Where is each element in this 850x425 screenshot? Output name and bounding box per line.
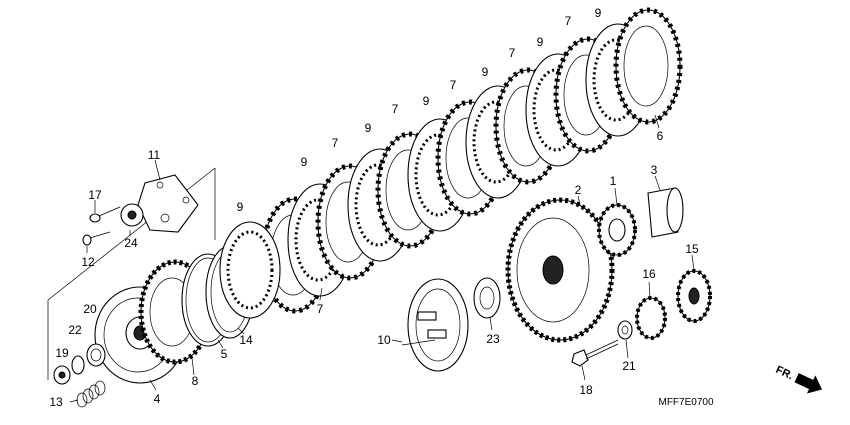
callout-13: 13 <box>49 395 63 409</box>
callout-9a: 9 <box>237 200 244 214</box>
sprocket-part-1 <box>597 203 637 257</box>
callout-19: 19 <box>55 346 69 360</box>
callout-21: 21 <box>622 359 636 373</box>
sprocket-part-16 <box>635 296 667 340</box>
gear-part-15 <box>676 269 712 323</box>
callout-7d: 7 <box>450 78 457 92</box>
clutch-plate-stack <box>260 7 683 314</box>
pin-part-12 <box>82 231 111 246</box>
callout-17: 17 <box>88 188 102 202</box>
front-direction-arrow-icon: FR. <box>774 364 823 394</box>
callout-7c: 7 <box>392 102 399 116</box>
callout-9c: 9 <box>365 121 372 135</box>
callout-7a: 7 <box>317 302 324 316</box>
callout-7f: 7 <box>565 14 572 28</box>
callout-18: 18 <box>579 383 593 397</box>
bolt-part-18 <box>571 339 619 367</box>
clutch-outer-part-2 <box>505 197 615 343</box>
bolt-part-17 <box>89 206 121 223</box>
callout-9d: 9 <box>423 94 430 108</box>
callout-22: 22 <box>68 323 82 337</box>
spring-part-13 <box>76 380 106 408</box>
washer-part-20 <box>86 343 106 367</box>
thrust-washer-part-23 <box>473 277 501 319</box>
callout-4: 4 <box>154 392 161 406</box>
callout-20: 20 <box>83 302 97 316</box>
front-direction-label: FR. <box>774 364 795 382</box>
collar-part-3 <box>647 187 684 238</box>
bearing-part-24 <box>120 203 144 227</box>
callout-6: 6 <box>657 129 664 143</box>
friction-plate-13 <box>613 7 683 125</box>
callout-23: 23 <box>486 332 500 346</box>
callout-7b: 7 <box>332 136 339 150</box>
callout-7e: 7 <box>509 46 516 60</box>
callout-2: 2 <box>575 183 582 197</box>
callout-11: 11 <box>148 148 161 162</box>
callout-15: 15 <box>685 242 699 256</box>
callout-labels: 1 2 3 4 5 6 7 7 7 7 7 7 8 9 9 9 9 9 9 9 … <box>49 6 699 409</box>
callout-24: 24 <box>124 236 138 250</box>
callout-14: 14 <box>239 333 253 347</box>
judder-plate-part-9-lower <box>219 221 281 319</box>
callout-9f: 9 <box>537 35 544 49</box>
callout-9g: 9 <box>595 6 602 20</box>
callout-5: 5 <box>221 347 228 361</box>
lifter-plate-part-11 <box>137 174 199 233</box>
callout-9b: 9 <box>301 155 308 169</box>
callout-8: 8 <box>192 374 199 388</box>
nut-part-19 <box>53 365 71 385</box>
leader-lines <box>69 114 695 403</box>
callout-12: 12 <box>81 255 95 269</box>
callout-3: 3 <box>651 163 658 177</box>
callout-9e: 9 <box>482 65 489 79</box>
lifter-plate-part-10 <box>401 278 469 372</box>
washer-part-22 <box>71 355 85 375</box>
diagram-code: MFF7E0700 <box>658 397 713 408</box>
callout-1: 1 <box>610 174 617 188</box>
washer-part-21 <box>617 320 633 340</box>
callout-16: 16 <box>642 267 656 281</box>
callout-10: 10 <box>377 333 391 347</box>
